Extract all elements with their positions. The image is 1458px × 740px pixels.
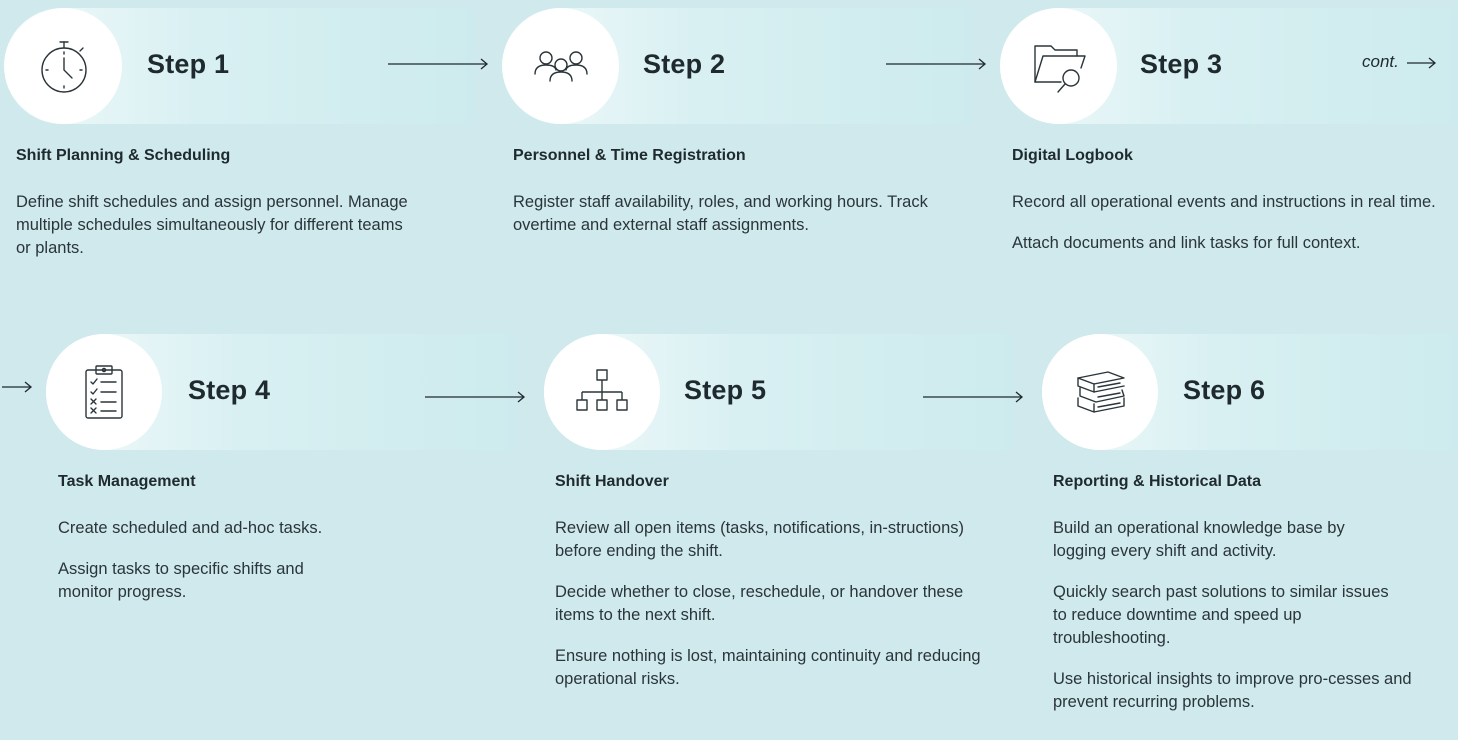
step-4-paragraph-1: Create scheduled and ad-hoc tasks. bbox=[58, 519, 323, 537]
step-4-details: Task Management Create scheduled and ad-… bbox=[58, 473, 388, 622]
step-4-label: Step 4 bbox=[188, 375, 271, 405]
arrow-into-step-4 bbox=[2, 381, 34, 393]
books-icon bbox=[1077, 371, 1125, 413]
step-3-details: Digital Logbook Record all operational e… bbox=[1012, 147, 1452, 273]
step-6-circle bbox=[1042, 334, 1158, 450]
step-5-paragraph-1: Review all open items (tasks, notificati… bbox=[555, 519, 964, 560]
step-2-details: Personnel & Time Registration Register s… bbox=[513, 147, 958, 255]
step-6-paragraph-2: Quickly search past solutions to similar… bbox=[1053, 583, 1389, 647]
step-3-label: Step 3 bbox=[1140, 49, 1223, 79]
step-6-paragraph-3: Use historical insights to improve pro-c… bbox=[1053, 670, 1412, 711]
step-1-title: Shift Planning & Scheduling bbox=[16, 147, 231, 164]
step-3-paragraph-1: Record all operational events and instru… bbox=[1012, 193, 1436, 211]
step-5-paragraph-3: Ensure nothing is lost, maintaining cont… bbox=[555, 647, 981, 688]
step-5-paragraph-2: Decide whether to close, reschedule, or … bbox=[555, 583, 964, 624]
step-5-label: Step 5 bbox=[684, 375, 767, 405]
step-1-paragraph: Define shift schedules and assign person… bbox=[16, 193, 408, 257]
step-5-circle bbox=[544, 334, 660, 450]
step-6-title: Reporting & Historical Data bbox=[1053, 473, 1262, 490]
continuation-label: cont. bbox=[1362, 52, 1437, 72]
hierarchy-icon bbox=[576, 369, 628, 411]
step-3-paragraph-2: Attach documents and link tasks for full… bbox=[1012, 234, 1361, 252]
arrow-step-4-to-5 bbox=[425, 391, 527, 403]
step-6-label: Step 6 bbox=[1183, 375, 1266, 405]
arrow-step-2-to-3 bbox=[886, 58, 988, 70]
step-2-circle bbox=[503, 8, 619, 124]
continuation-text: cont. bbox=[1362, 52, 1399, 71]
stopwatch-icon bbox=[41, 41, 87, 93]
arrow-step-5-to-6 bbox=[923, 391, 1025, 403]
step-6-details: Reporting & Historical Data Build an ope… bbox=[1053, 473, 1413, 732]
folder-search-icon bbox=[1034, 45, 1086, 93]
step-4-paragraph-2: Assign tasks to specific shifts and moni… bbox=[58, 560, 304, 601]
step-2-title: Personnel & Time Registration bbox=[513, 147, 746, 164]
people-icon bbox=[534, 51, 588, 82]
step-3-title: Digital Logbook bbox=[1012, 147, 1133, 164]
step-5-title: Shift Handover bbox=[555, 473, 669, 490]
step-4-circle bbox=[46, 334, 162, 450]
step-6-paragraph-1: Build an operational knowledge base by l… bbox=[1053, 519, 1345, 560]
step-5-details: Shift Handover Review all open items (ta… bbox=[555, 473, 987, 709]
clipboard-checklist-icon bbox=[85, 365, 123, 419]
step-2-label: Step 2 bbox=[643, 49, 726, 79]
step-4-title: Task Management bbox=[58, 473, 196, 490]
step-2-paragraph: Register staff availability, roles, and … bbox=[513, 193, 928, 234]
step-1-circle bbox=[6, 8, 122, 124]
arrow-step-1-to-2 bbox=[388, 58, 490, 70]
step-1-details: Shift Planning & Scheduling Define shift… bbox=[16, 147, 436, 278]
step-1-label: Step 1 bbox=[147, 49, 230, 79]
continuation-arrow-icon bbox=[1406, 57, 1436, 69]
step-3-circle bbox=[1001, 8, 1117, 124]
